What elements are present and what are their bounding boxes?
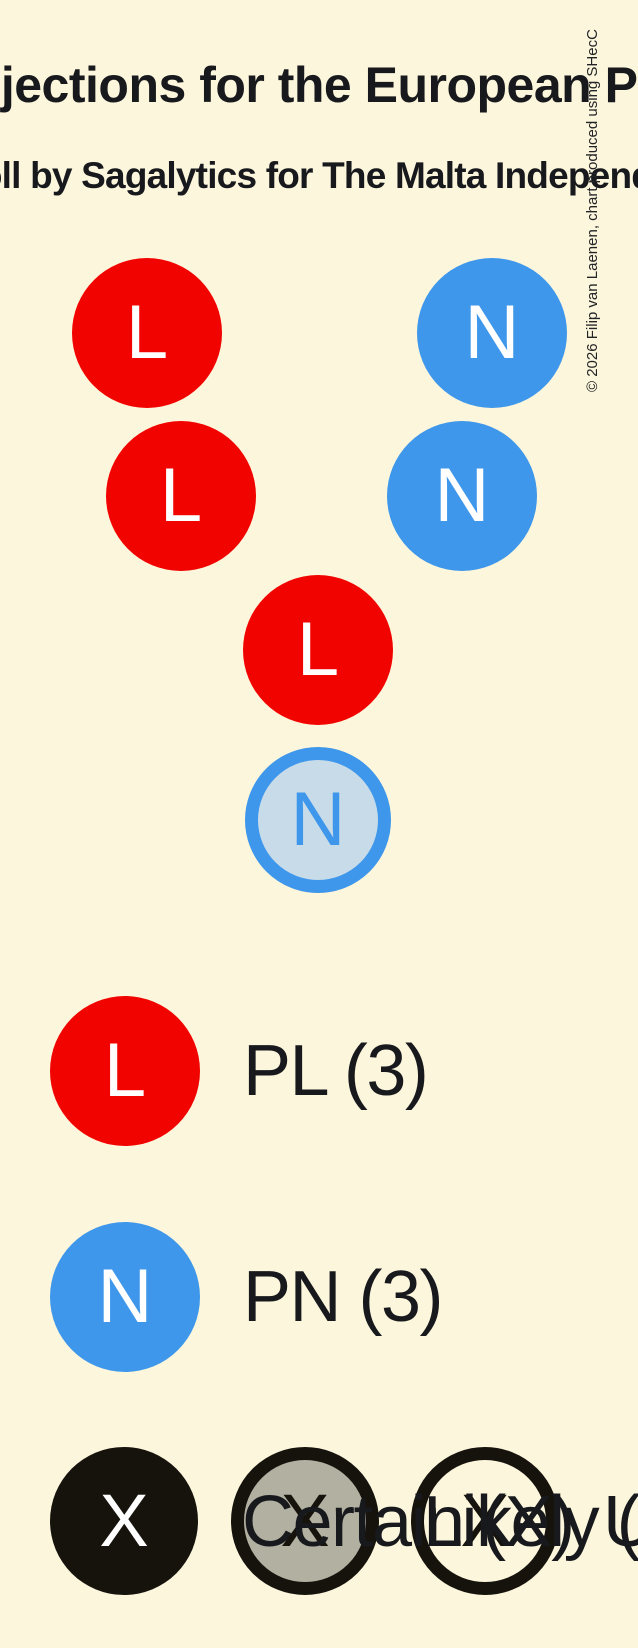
seat-pn-3: N xyxy=(387,421,537,571)
seat-pl-2-letter: L xyxy=(159,453,203,538)
legend-marker-party-0-letter: L xyxy=(103,1028,147,1113)
seat-pn-1-letter: N xyxy=(464,290,520,375)
seat-pl-0: L xyxy=(72,258,222,408)
legend-label-pl: PL (3) xyxy=(243,1031,429,1111)
chart-subtitle: Poll by Sagalytics for The Malta Indepen… xyxy=(0,155,638,196)
legend-marker-party-0: L xyxy=(50,996,200,1146)
seat-pl-4: L xyxy=(243,575,393,725)
seat-pl-4-letter: L xyxy=(296,607,340,692)
legend-marker-ring-empty-letter: X xyxy=(460,1479,510,1562)
seat-pl-2: L xyxy=(106,421,256,571)
legend-marker-ring-filled-letter: X xyxy=(280,1479,330,1562)
legend-label-certain: Certain (X) xyxy=(242,1482,575,1562)
legend-label-pn: PN (3) xyxy=(243,1257,444,1337)
legend-marker-party-1-letter: N xyxy=(97,1254,153,1339)
seat-pn-3-letter: N xyxy=(434,453,490,538)
legend-label-unlikely: Unlikely (X) xyxy=(603,1482,638,1562)
legend-marker-party-1: N xyxy=(50,1222,200,1372)
legend-marker-solid: X xyxy=(50,1447,198,1595)
seat-pl-0-letter: L xyxy=(125,290,169,375)
seat-pn-5-letter: N xyxy=(290,777,346,862)
legend-label-likely: Likely (X) xyxy=(423,1482,638,1562)
legend-marker-solid-letter: X xyxy=(99,1479,149,1562)
seat-pn-1: N xyxy=(417,258,567,408)
seat-pn-5: N xyxy=(245,747,391,893)
copyright-notice: © 2026 Filip van Laenen, chart produced … xyxy=(584,29,601,392)
chart-title: Seat Projections for the European Parlia… xyxy=(0,57,638,113)
